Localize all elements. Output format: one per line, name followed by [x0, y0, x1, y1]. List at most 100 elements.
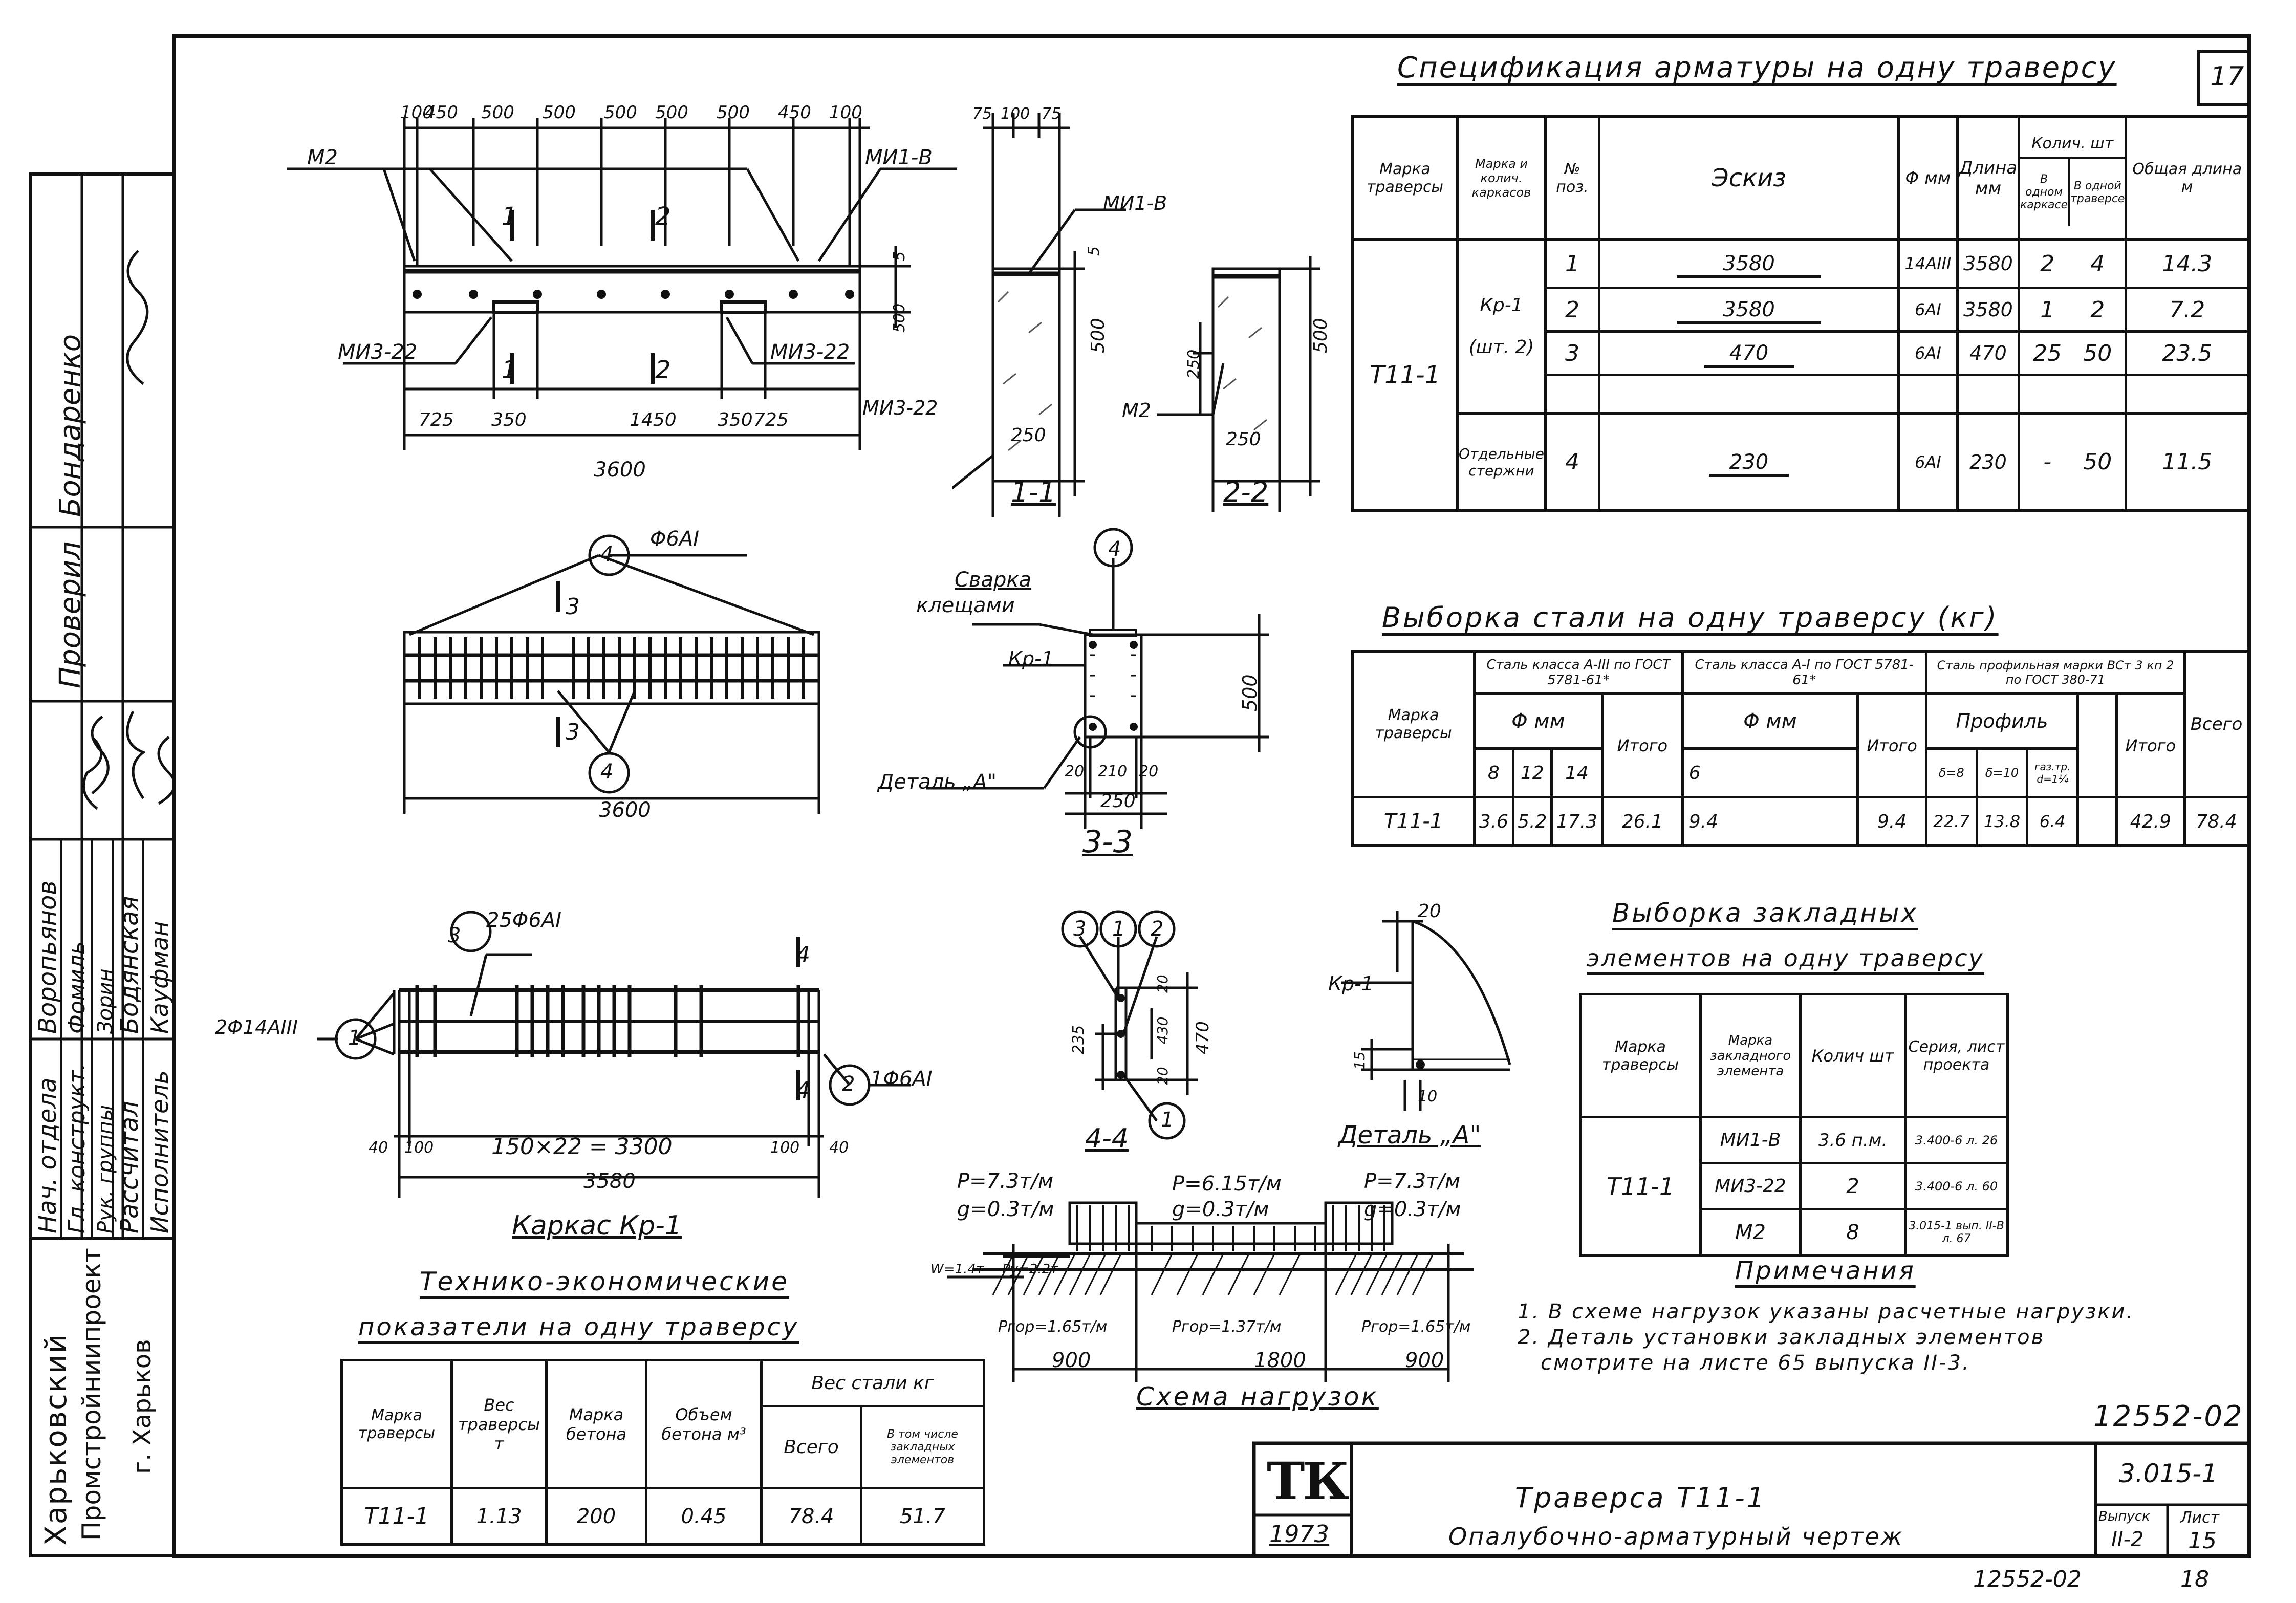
frame-kr1-view [317, 911, 911, 1198]
spec-mark: Т11-1 [1351, 238, 1459, 512]
role-4: Рассчитал [115, 1101, 144, 1233]
label-mi3-22-right: МИ3-22 [770, 340, 850, 364]
tech-table: Марка траверсы Вес траверсы т Марка бето… [340, 1359, 985, 1546]
spec-h-qty-trav: В одной траверсе [2070, 179, 2125, 205]
tech-title-2: показатели на одну траверсу [358, 1313, 799, 1341]
emb-mark: Т11-1 [1579, 1116, 1702, 1257]
plan-total: 3600 [599, 798, 651, 822]
emb-h-qty: Колич шт [1799, 993, 1907, 1118]
emb-series-3: 3.015-1 вып. II-В л. 67 [1904, 1208, 2009, 1257]
stamp-series: 3.015-1 [2119, 1459, 2218, 1488]
spec-frame-qty: (шт. 2) [1468, 337, 1534, 358]
sec22-title: 2-2 [1223, 476, 1269, 508]
plan-cut-3-top: 3 [566, 594, 580, 620]
section-1-1 [952, 113, 1126, 517]
sec44-dim-430: 430 [1154, 1016, 1171, 1044]
dim-top-7: 500 [717, 102, 750, 123]
frame-dim-100a: 100 [404, 1139, 434, 1157]
frame-title: Каркас Кр-1 [512, 1210, 682, 1241]
footer-code: 12552-02 [1973, 1566, 2082, 1592]
load-r3: Pгор=1.65т/м [1361, 1318, 1471, 1336]
dim-bot-2: 350 [491, 409, 527, 430]
sec22-dim-250-bottom: 250 [1226, 429, 1261, 450]
load-scheme [947, 1201, 1474, 1382]
detail-a [1341, 911, 1511, 1111]
steel-row-tot-a1: 9.4 [1856, 796, 1927, 847]
tech-h-mark: Марка траверсы [340, 1359, 453, 1489]
frame-pos3-label: 25Φ6AI [486, 908, 561, 932]
frame-dim-100b: 100 [770, 1139, 800, 1157]
sec33-detail: Деталь „А" [878, 770, 997, 794]
spec-sketch-4: 230 [1708, 450, 1789, 477]
label-mi1-v: МИ1-В [865, 146, 933, 169]
load-r2: Pгор=1.37т/м [1172, 1318, 1282, 1336]
steel-row-tot-a3: 26.1 [1600, 796, 1684, 847]
tech-h-weight: Вес траверсы т [450, 1359, 548, 1489]
stamp-title-2: Опалубочно-арматурный чертеж [1448, 1523, 1904, 1550]
spec-len-4: 230 [1956, 412, 2020, 512]
spec-len-2: 3580 [1956, 287, 2020, 333]
steel-sub-12: 12 [1511, 747, 1553, 798]
sec44-dim-20b: 20 [1154, 1067, 1171, 1085]
label-mi3-22-left: МИ3-22 [338, 340, 418, 364]
section-2-2 [1157, 256, 1320, 512]
steel-row-d8: 22.7 [1924, 796, 1978, 847]
spec-dia-4: 6AI [1897, 412, 1959, 512]
role-2: Гл. конструкт. [64, 1063, 90, 1233]
dim-bot-3: 1450 [630, 409, 677, 430]
spec-title: Спецификация арматуры на одну траверсу [1397, 51, 2117, 84]
steel-h-prof: Сталь профильная марки ВСт 3 кп 2 по ГОС… [1924, 649, 2186, 696]
load-g1: g=0.3т/м [957, 1198, 1054, 1221]
embedded-title-1: Выборка закладных [1612, 898, 1919, 928]
org-city: г. Харьков [128, 1339, 157, 1474]
spec-q1-1: 2 [2040, 250, 2055, 277]
spec-h-pos: № поз. [1544, 115, 1600, 241]
steel-row-12: 5.2 [1511, 796, 1553, 847]
emb-qty-3: 8 [1799, 1208, 1907, 1257]
steel-h-total-a1: Итого [1856, 692, 1927, 798]
notes-title: Примечания [1735, 1257, 1916, 1285]
dim-bot-1: 725 [419, 409, 454, 430]
steel-h-dia-a1: Φ мм [1681, 692, 1859, 750]
section-3-3 [926, 528, 1269, 829]
spec-sketch-1: 3580 [1677, 252, 1821, 278]
dim-top-5: 500 [604, 102, 637, 123]
load-title: Схема нагрузок [1136, 1382, 1379, 1412]
footer-page: 18 [2180, 1566, 2209, 1592]
load-dim-900b: 900 [1405, 1349, 1444, 1372]
tech-row-concrete: 200 [545, 1487, 647, 1546]
dim-top-6: 500 [655, 102, 688, 123]
sec44-num-1-bottom: 1 [1161, 1108, 1174, 1132]
emb-qty-2: 2 [1799, 1162, 1907, 1210]
spec-pos-1: 1 [1544, 238, 1600, 289]
dim-top-4: 500 [543, 102, 576, 123]
sec33-dim-250: 250 [1100, 791, 1136, 812]
spec-sketch-2: 3580 [1677, 298, 1821, 324]
steel-h-mark: Марка траверсы [1351, 650, 1476, 798]
spec-dia-1: 14AIII [1897, 238, 1959, 289]
spec-total-3: 23.5 [2125, 330, 2249, 376]
frame-dim-40b: 40 [829, 1139, 849, 1157]
detaila-title: Деталь „А" [1338, 1121, 1481, 1150]
sec33-title: 3-3 [1082, 824, 1133, 860]
emb-qty-1: 3.6 п.м. [1799, 1116, 1907, 1164]
frame-num-3: 3 [448, 924, 461, 947]
frame-num-1: 1 [348, 1026, 361, 1050]
sec33-dim-20a: 20 [1065, 763, 1085, 781]
plan-cut-3-bottom: 3 [566, 719, 580, 745]
embedded-title-2: элементов на одну траверсу [1587, 944, 1984, 972]
cut-2-top: 2 [655, 202, 671, 231]
spec-q2-1: 4 [2090, 250, 2105, 277]
sec33-dim-20b: 20 [1139, 763, 1159, 781]
emb-elem-3: М2 [1699, 1208, 1802, 1257]
load-py: Py=2.2т [1002, 1262, 1058, 1277]
spec-pos-3: 3 [1544, 330, 1600, 376]
spec-q1-3: 25 [2033, 340, 2062, 366]
tech-h-all: Всего [760, 1405, 862, 1489]
role-5: Исполнитель [146, 1070, 174, 1233]
tech-row-weight: 1.13 [450, 1487, 548, 1546]
spec-frame: Кр-1 [1480, 295, 1523, 316]
plan-pos-4-bottom: 4 [600, 760, 614, 784]
role-3: Рук. группы [94, 1104, 117, 1233]
steel-h-a3: Сталь класса А-III по ГОСТ 5781-61* [1473, 649, 1684, 696]
